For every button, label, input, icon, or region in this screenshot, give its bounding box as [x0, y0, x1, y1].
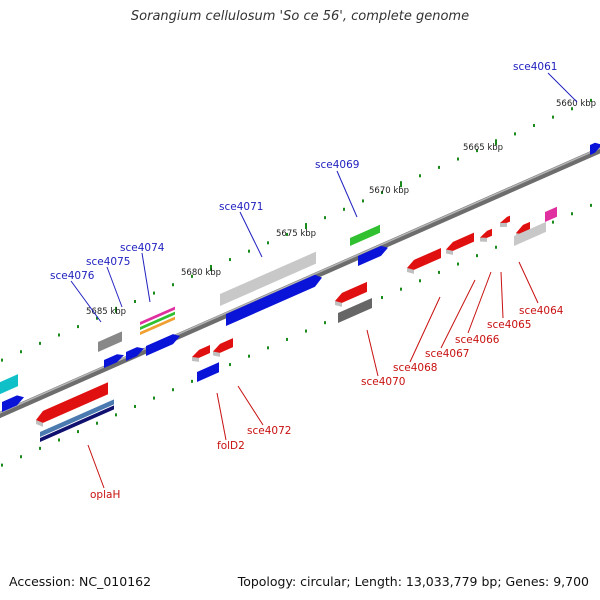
- gene-sce4061: [590, 142, 600, 155]
- gene-sce4068-shade: [407, 268, 414, 274]
- leader-line-sce4066: [467, 271, 492, 334]
- gene-sce4070-shade: [335, 301, 342, 307]
- leader-line-sce4074: [141, 252, 151, 303]
- gene-sce4075: [126, 347, 144, 361]
- leader-line-sce4071: [239, 211, 263, 258]
- gene-label-sce4075: sce4075: [86, 256, 130, 268]
- genome-summary-text: Topology: circular; Length: 13,033,779 b…: [237, 574, 589, 589]
- gene-label-sce4071: sce4071: [219, 201, 263, 213]
- gene-folD2: [192, 345, 210, 358]
- map-title: Sorangium cellulosum 'So ce 56', complet…: [130, 9, 470, 24]
- leader-line-sce4065: [500, 271, 504, 319]
- accession-text: Accession: NC_010162: [9, 574, 152, 589]
- gene-label-sce4067: sce4067: [425, 348, 469, 360]
- gene-sce4065-shade: [500, 222, 507, 227]
- gene-label-sce4074: sce4074: [120, 242, 165, 254]
- gene-label-sce4068: sce4068: [393, 362, 437, 374]
- gene-sce4065-block: [514, 221, 546, 246]
- gene-sce4076: [98, 331, 122, 352]
- gene-sce4071-cds: [226, 274, 322, 326]
- gene-sce4072: [213, 338, 233, 353]
- gene-label-sce4069: sce4069: [315, 159, 359, 171]
- gene-sce4071: [220, 251, 316, 306]
- leader-line-sce4075: [106, 266, 123, 308]
- leader-line-sce4070: [366, 329, 379, 377]
- gene-sce4074-a: [140, 306, 175, 325]
- gene-oplaH-shade: [36, 420, 43, 427]
- leader-line-sce4069: [336, 170, 358, 218]
- gene-sce4069: [350, 224, 380, 246]
- gene-sce4070-b: [338, 298, 372, 323]
- gene-folD2-shade: [192, 357, 199, 362]
- scale-label-5665: 5665 kbp: [463, 143, 503, 153]
- gene-sce4064-b: [545, 206, 557, 222]
- gene-sce4065: [500, 215, 510, 223]
- gene-oplaH: [36, 382, 108, 423]
- scale-label-5675: 5675 kbp: [276, 229, 316, 239]
- gene-sce4074-cds: [146, 334, 180, 356]
- gene-label-sce4064: sce4064: [519, 305, 564, 317]
- gene-folD2-cds: [197, 362, 219, 382]
- gene-label-sce4066: sce4066: [455, 334, 500, 346]
- leader-line-sce4067: [440, 279, 476, 349]
- gene-cyan-left: [0, 374, 18, 395]
- gene-label-sce4076: sce4076: [50, 270, 95, 282]
- gene-sce4070: [335, 281, 367, 303]
- scale-label-5670: 5670 kbp: [369, 186, 409, 196]
- gene-sce4066: [480, 228, 492, 238]
- gene-sce4074-b: [140, 311, 175, 330]
- leader-line-sce4061: [547, 72, 578, 103]
- scale-label-5660: 5660 kbp: [556, 99, 596, 109]
- scale-label-5685: 5685 kbp: [86, 307, 126, 317]
- gene-sce4076-cds: [104, 354, 124, 368]
- leader-line-sce4068: [409, 296, 441, 363]
- gene-label-sce4065: sce4065: [487, 319, 531, 331]
- gene-label-sce4061: sce4061: [513, 61, 557, 73]
- leader-line-sce4076: [70, 280, 102, 323]
- genome-backbone-highlight: [0, 147, 600, 414]
- gene-oplaH-c: [40, 405, 114, 442]
- scale-label-5680: 5680 kbp: [181, 268, 221, 278]
- gene-label-sce4070: sce4070: [361, 376, 405, 388]
- gene-oplaH-b: [40, 399, 114, 437]
- gene-label-folD2: folD2: [217, 440, 245, 452]
- gene-label-sce4072: sce4072: [247, 425, 291, 437]
- gene-sce4066-shade: [480, 237, 487, 242]
- gene-sce4072-shade: [213, 351, 220, 357]
- gene-sce4068: [407, 248, 441, 270]
- leader-line-oplaH: [87, 444, 105, 489]
- gene-blue-left: [2, 395, 24, 412]
- leader-line-sce4072: [237, 385, 264, 426]
- gene-label-oplaH: oplaH: [90, 489, 120, 501]
- gene-features: [0, 142, 600, 442]
- leader-line-folD2: [216, 392, 227, 441]
- gene-sce4074-c: [140, 316, 175, 335]
- gene-sce4069-cds: [358, 245, 388, 266]
- gene-sce4067-shade: [446, 249, 453, 255]
- leader-line-sce4064: [518, 261, 539, 304]
- gene-sce4067: [446, 232, 474, 251]
